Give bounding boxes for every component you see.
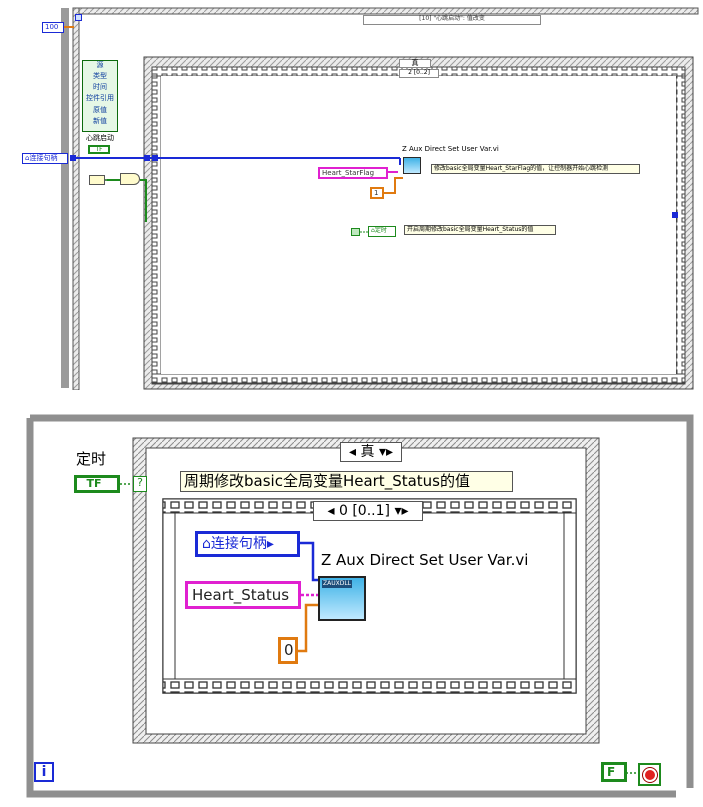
bottom-case-selector-terminal[interactable]: ? <box>133 476 147 492</box>
top-sequence-selector[interactable]: 2 [0..2] <box>399 69 439 78</box>
stop-terminal-icon[interactable] <box>638 763 661 786</box>
bottom-sequence-film-bottom <box>162 678 577 694</box>
stop-sign-icon <box>643 768 657 782</box>
sequence-film-bottom <box>151 373 686 384</box>
top-loop-index-terminal <box>75 14 82 21</box>
top-subvi-icon[interactable] <box>403 157 421 174</box>
top-handle-control[interactable]: ⌂连接句柄 <box>22 153 68 164</box>
decrement-arrow-icon[interactable]: ◂ <box>349 444 357 460</box>
top-not-equal-node <box>89 175 105 185</box>
bottom-sequence-film-left <box>162 512 176 680</box>
bottom-num-const[interactable]: 0 <box>278 637 298 664</box>
event-data-node <box>82 60 118 132</box>
top-wires <box>61 7 699 390</box>
home-icon: ⌂ <box>25 154 30 162</box>
increment-arrow-icon[interactable]: ▸ <box>385 444 393 460</box>
bottom-timer-label: 定时 <box>76 450 107 468</box>
home-icon: ⌂ <box>202 536 211 552</box>
while-loop-border-left <box>61 8 69 388</box>
bottom-string-const[interactable]: Heart_Status <box>185 581 301 609</box>
increment-arrow-icon[interactable]: ▸ <box>401 503 409 519</box>
top-subvi-title: Z Aux Direct Set User Var.vi <box>402 145 499 153</box>
sequence-film-right <box>675 75 686 375</box>
event-data-oldval: 原值 <box>93 106 107 114</box>
top-comment-set-flag: 修改basic全局变量Heart_StarFlag的值，让控制器开始心跳检测 <box>431 164 640 174</box>
bottom-sequence-film-right <box>563 512 577 680</box>
top-heartbeat-bool-terminal[interactable]: TF <box>88 145 110 154</box>
top-num-const[interactable]: 1 <box>370 187 384 199</box>
bottom-handle-control[interactable]: ⌂连接句柄▸ <box>195 531 300 557</box>
event-data-type: 类型 <box>93 72 107 80</box>
top-event-case-selector[interactable]: [10] "心跳启动": 值改变 <box>363 15 541 25</box>
event-data-source: 源 <box>96 61 104 69</box>
bottom-subvi-icon[interactable]: ZAUXDLL <box>318 576 366 621</box>
bottom-sequence-selector[interactable]: ◂ 0 [0..1] ▾▸ <box>313 501 423 521</box>
bottom-loop-index-terminal: i <box>34 762 54 782</box>
top-heartbeat-label: 心跳启动 <box>86 134 114 142</box>
dropdown-arrow-icon[interactable]: ▾ <box>378 444 386 460</box>
bottom-timer-bool-terminal[interactable]: TF <box>74 475 120 493</box>
bottom-case-selector[interactable]: ◂ 真 ▾▸ <box>340 442 402 462</box>
bottom-stop-const[interactable]: F <box>601 762 627 782</box>
top-string-const[interactable]: Heart_StarFlag <box>318 167 388 179</box>
top-comment-periodic: 开启周期修改basic全局变量Heart_Status的值 <box>404 225 556 235</box>
event-data-time: 时间 <box>93 83 107 91</box>
top-timer-ref[interactable]: ⌂定时 <box>368 226 396 237</box>
dropdown-arrow-icon[interactable]: ▾ <box>394 503 402 519</box>
bottom-comment-periodic: 周期修改basic全局变量Heart_Status的值 <box>180 471 513 492</box>
top-case-selector[interactable]: 真 <box>399 59 431 68</box>
output-arrow-icon: ▸ <box>266 536 274 552</box>
decrement-arrow-icon[interactable]: ◂ <box>327 503 335 519</box>
top-and-node <box>120 173 140 185</box>
bottom-block-diagram: 定时 TF ? ◂ 真 ▾▸ 周期修改basic全局变量Heart_Status… <box>0 400 703 807</box>
event-data-ctlref: 控件引用 <box>86 94 114 102</box>
event-data-newval: 新值 <box>93 117 107 125</box>
sequence-film-left <box>151 75 162 375</box>
bottom-subvi-title: Z Aux Direct Set User Var.vi <box>321 551 529 569</box>
event-structure-left-border <box>72 7 80 390</box>
home-icon: ⌂ <box>371 227 375 234</box>
bottom-subvi-icon-text: ZAUXDLL <box>322 580 353 588</box>
event-structure-top-border <box>72 7 699 15</box>
top-numeric-const[interactable]: 100 <box>42 22 64 33</box>
top-timer-bool-terminal <box>351 228 360 236</box>
top-block-diagram: 100 [10] "心跳启动": 值改变 源 类型 时间 控件引用 原值 新值 … <box>0 0 703 390</box>
